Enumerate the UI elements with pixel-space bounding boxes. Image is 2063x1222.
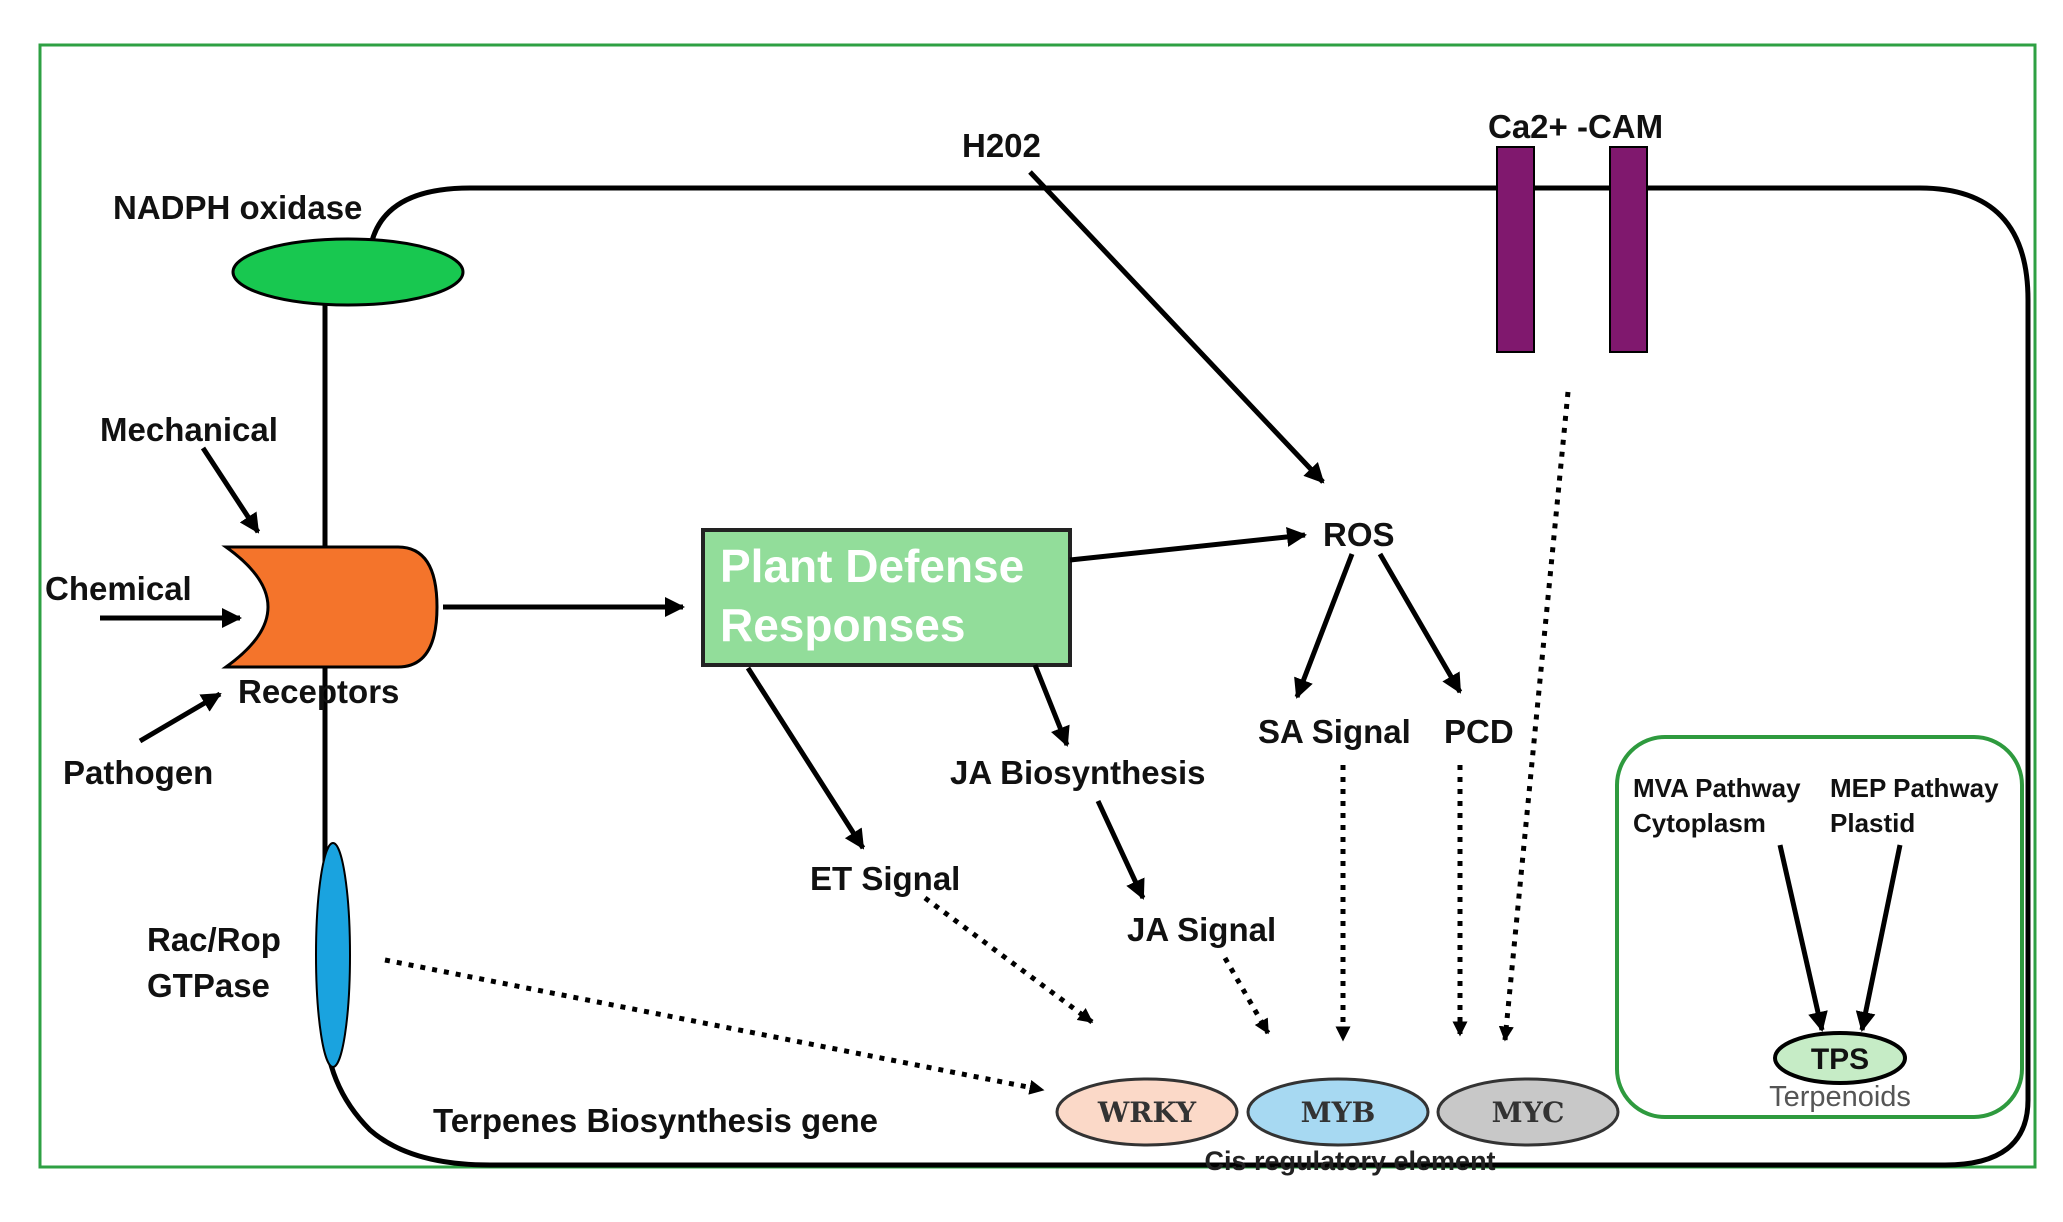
mva-cytoplasm-label: Cytoplasm — [1633, 808, 1766, 838]
rac-rop-to-wrky-arrow — [384, 957, 1045, 1095]
cis-element-label: Cis regulatory element — [1204, 1146, 1495, 1176]
myb-label: MYB — [1301, 1096, 1376, 1129]
myb-ellipse — [1246, 1077, 1430, 1147]
ja-biosynthesis-to-ja-signal-arrow — [1095, 799, 1146, 900]
ca-cam-label: Ca2+ -CAM — [1488, 108, 1663, 145]
terpenoid-inset-box — [1615, 735, 2024, 1119]
ca-channel-left — [1496, 146, 1535, 353]
plant-defense-box — [701, 528, 1072, 667]
ca-channel-right — [1609, 146, 1648, 353]
terpenoids-label: Terpenoids — [1769, 1081, 1911, 1113]
h2o2-label: H202 — [962, 127, 1041, 164]
ros-to-pcd-arrow — [1377, 552, 1463, 694]
plant-defense-label-line1: Plant Defense — [720, 540, 1024, 592]
myc-ellipse — [1436, 1077, 1620, 1147]
wrky-label: WRKY — [1097, 1096, 1197, 1129]
cell-membrane — [322, 185, 2031, 1168]
ja-signal-to-myb-arrow — [1222, 956, 1271, 1035]
sa-signal-label: SA Signal — [1258, 713, 1411, 750]
h2o2-to-ros-arrow — [1028, 170, 1325, 484]
nadph-oxidase-ellipse — [231, 237, 465, 307]
plant-defense-label-line2: Responses — [720, 599, 965, 651]
myc-label: MYC — [1492, 1096, 1565, 1129]
et-to-wrky-arrow — [923, 895, 1094, 1025]
terpenes-gene-label: Terpenes Biosynthesis gene — [433, 1102, 878, 1139]
mep-pathway-label: MEP Pathway — [1830, 773, 1999, 803]
pathogen-arrow — [138, 691, 222, 744]
wrky-ellipse — [1055, 1077, 1239, 1147]
pcd-label: PCD — [1444, 713, 1514, 750]
defense-to-ros-arrow — [1069, 526, 1307, 563]
receptors-label: Receptors — [238, 673, 399, 710]
defense-to-ja-biosynthesis-arrow — [1032, 664, 1070, 747]
rac-rop-ellipse — [315, 842, 351, 1068]
mva-to-tps-arrow — [1777, 844, 1828, 1032]
pathogen-label: Pathogen — [63, 754, 213, 791]
ja-signal-label: JA Signal — [1127, 911, 1276, 948]
ca-to-myc-arrow — [1498, 391, 1571, 1042]
et-signal-label: ET Signal — [810, 860, 960, 897]
mep-to-tps-arrow — [1855, 844, 1903, 1032]
mechanical-label: Mechanical — [100, 411, 278, 448]
chemical-label: Chemical — [45, 570, 192, 607]
tps-ellipse — [1773, 1031, 1907, 1085]
ros-to-sa-arrow — [1294, 553, 1355, 699]
tps-label: TPS — [1811, 1043, 1869, 1076]
rac-rop-label-line2: GTPase — [147, 967, 270, 1004]
mva-pathway-label: MVA Pathway — [1633, 773, 1801, 803]
nadph-oxidase-label: NADPH oxidase — [113, 189, 362, 226]
defense-to-et-arrow — [745, 666, 866, 850]
mep-plastid-label: Plastid — [1830, 808, 1915, 838]
ja-biosynthesis-label: JA Biosynthesis — [950, 754, 1206, 791]
mechanical-arrow — [200, 446, 261, 534]
ros-label: ROS — [1323, 516, 1395, 553]
receptor-shape — [221, 545, 439, 669]
rac-rop-label-line1: Rac/Rop — [147, 921, 281, 958]
